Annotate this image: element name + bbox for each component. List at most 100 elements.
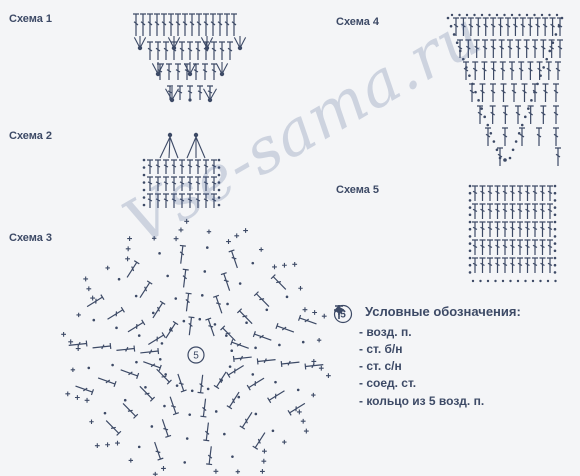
chain-stitch-dot (545, 57, 549, 61)
double-crochet-stitch (86, 294, 105, 308)
double-crochet-stitch (171, 159, 177, 174)
double-crochet-stitch (517, 185, 523, 201)
double-crochet-stitch (169, 396, 179, 416)
chain-stitch-dot (183, 461, 187, 464)
double-crochet-stitch (175, 63, 181, 80)
single-crochet-stitch (84, 397, 90, 403)
single-crochet-stitch (127, 236, 132, 242)
scheme-2-diagram (142, 132, 221, 208)
chain-stitch-dot (251, 261, 255, 265)
double-crochet-stitch (532, 257, 538, 273)
chain-stitch-dot (458, 13, 461, 17)
double-crochet-stitch (171, 41, 177, 60)
double-crochet-stitch (155, 159, 161, 174)
double-crochet-stitch (227, 41, 233, 60)
single-crochet-stitch (161, 466, 166, 471)
double-crochet-stitch (156, 368, 172, 385)
double-crochet-stitch (207, 85, 213, 100)
chain-stitch-dot (468, 213, 472, 217)
chain-stitch-dot (142, 166, 146, 169)
chain-stitch-dot (495, 148, 499, 152)
double-crochet-stitch (547, 239, 553, 255)
single-crochet-stitch (226, 239, 231, 244)
chain-stitch-dot (205, 246, 209, 249)
chain-stitch-dot (217, 181, 221, 184)
double-crochet-stitch (479, 83, 486, 102)
double-crochet-stitch (479, 203, 486, 219)
chain-stitch-dot (468, 199, 472, 202)
chain-stitch-dot (111, 363, 114, 367)
chain-stitch-dot (539, 279, 542, 283)
chain-stitch-dot (254, 346, 257, 350)
chain-stitch-dot (486, 279, 490, 283)
double-crochet-stitch (524, 257, 531, 273)
double-crochet-stitch (187, 176, 193, 191)
double-crochet-stitch (297, 314, 317, 325)
center-ring-number: 5 (193, 351, 199, 362)
double-crochet-stitch (232, 355, 252, 363)
chain-stitch-dot (553, 191, 557, 195)
chain-stitch-dot (163, 404, 166, 408)
chain-stitch-dot (450, 13, 454, 17)
chain-stitch-dot (553, 227, 557, 231)
chain-stitch-dot (213, 323, 217, 326)
chain-stitch-dot (225, 334, 228, 337)
double-crochet-stitch (139, 385, 156, 402)
chain-stitch-dot (135, 360, 138, 364)
chain-stitch-dot (557, 24, 561, 28)
double-crochet-stitch (211, 41, 217, 60)
double-crochet-stitch (197, 374, 204, 394)
double-crochet-stitch (523, 39, 530, 58)
double-crochet-stitch (152, 300, 166, 319)
legend-row-slip-stitch: - соед. ст. (333, 307, 578, 391)
legend-row-double-crochet: - ст. с/н (333, 305, 578, 374)
chain-stitch-dot (219, 71, 225, 77)
double-crochet-stitch (226, 391, 240, 410)
double-crochet-stitch (161, 419, 172, 438)
chain-stitch-dot (151, 311, 155, 315)
double-crochet-stitch (490, 39, 497, 58)
chain-stitch-dot (164, 373, 167, 376)
double-crochet-stitch (472, 185, 478, 201)
single-crochet-stitch (321, 313, 327, 319)
double-crochet-stitch (147, 13, 153, 36)
double-crochet-stitch (211, 159, 217, 174)
double-crochet-stitch (482, 17, 489, 36)
scheme-5-diagram (468, 184, 557, 283)
chain-stitch-dot (160, 342, 164, 345)
chain-stitch-dot (188, 98, 192, 102)
double-crochet-stitch (228, 249, 238, 269)
chain-stitch-dot (553, 256, 557, 260)
double-crochet-stitch (519, 17, 526, 36)
double-crochet-stitch (163, 159, 169, 174)
double-crochet-stitch (524, 185, 531, 201)
double-crochet-stitch (467, 17, 474, 36)
double-crochet-stitch (155, 41, 161, 60)
single-crochet-stitch (318, 365, 324, 371)
double-crochet-stitch (154, 13, 160, 36)
double-crochet-stitch (490, 17, 497, 36)
chain-stitch-dot (530, 99, 533, 102)
legend-title: Условные обозначения: (365, 304, 521, 319)
double-crochet-stitch (195, 176, 201, 191)
chain-stitch-dot (495, 13, 499, 17)
chain-stitch-dot (461, 57, 465, 61)
double-crochet-stitch (196, 13, 202, 36)
double-crochet-stitch (515, 105, 521, 124)
chain-stitch-dot (553, 213, 557, 217)
double-crochet-stitch (524, 221, 531, 237)
chain-stitch-dot (471, 82, 474, 86)
legend-row-ring: 5 - кольцо из 5 возд. п. (333, 304, 578, 411)
single-crochet-stitch (61, 331, 67, 337)
chain-stitch-dot (468, 191, 472, 195)
double-crochet-stitch (502, 239, 508, 255)
double-crochet-stitch (547, 221, 553, 237)
double-crochet-stitch (226, 365, 244, 378)
chain-stitch-dot (498, 156, 502, 160)
chain-stitch-dot (553, 263, 557, 267)
chain-stitch-dot (193, 132, 199, 138)
double-crochet-stitch (187, 85, 193, 100)
chain-stitch-dot (501, 279, 505, 283)
double-crochet-stitch (193, 63, 199, 80)
double-crochet-stitch (175, 13, 181, 36)
